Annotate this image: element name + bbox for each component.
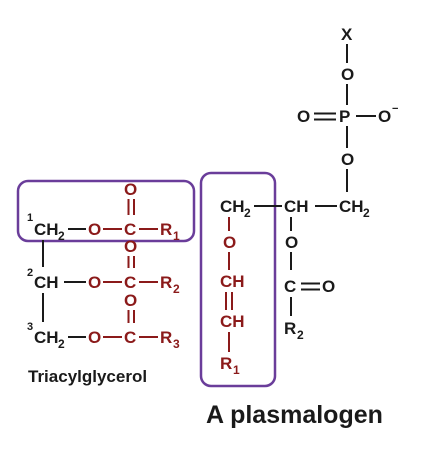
tag-carbon-position-3: C <box>124 328 136 347</box>
tag-carbonyl-oxygen-1: O <box>124 180 137 199</box>
tag-position-1-superscript: 1 <box>27 212 33 224</box>
tag-ch2-sn3-subscript: 2 <box>363 206 370 220</box>
tag-oxygen-ether: O <box>223 233 236 252</box>
tag-phosphorus: P <box>339 107 350 126</box>
tag-r2-subscript-plasmalogen: 2 <box>297 328 304 342</box>
tag-ch2-sn3: CH <box>339 197 364 216</box>
tag-r3-subscript: 3 <box>173 337 180 351</box>
tag-ch-position-2: CH <box>34 273 59 292</box>
tag-carbon-position-1: C <box>124 220 136 239</box>
tag-r2-plasmalogen: R <box>284 319 296 338</box>
tag-r1: R <box>160 220 172 239</box>
tag-ch-sn2: CH <box>284 197 309 216</box>
highlight-box-vinyl-ether <box>199 171 277 388</box>
tag-x-head-group: X <box>341 25 353 44</box>
tag-oxygen-position-3: O <box>88 328 101 347</box>
tag-r1-subscript: 1 <box>173 229 180 243</box>
tag-oxygen-x-phosphate: O <box>341 65 354 84</box>
tag-ch2-position-1: CH <box>34 220 59 239</box>
tag-carbon-position-2: C <box>124 273 136 292</box>
highlight-box-ester-position-1 <box>16 179 196 243</box>
caption-triacylglycerol: Triacylglycerol <box>28 367 147 386</box>
tag-r2-triacylglycerol: R <box>160 273 172 292</box>
tag-ch2-position-3: CH <box>34 328 59 347</box>
tag-oxygen-position-1: O <box>88 220 101 239</box>
tag-negative-charge: − <box>392 103 398 115</box>
tag-ch-vinyl-1: CH <box>220 272 245 291</box>
tag-oxygen-ester-sn2: O <box>285 233 298 252</box>
tag-carbonyl-oxygen-3: O <box>124 291 137 310</box>
tag-ch2-sn1-subscript: 2 <box>244 206 251 220</box>
tag-carbon-ester-sn2: C <box>284 277 296 296</box>
tag-carbonyl-oxygen-2: O <box>124 237 137 256</box>
tag-ch2-sn1: CH <box>220 197 245 216</box>
caption-plasmalogen: A plasmalogen <box>206 401 383 429</box>
tag-ch2-position-1-subscript: 2 <box>58 229 65 243</box>
tag-ch-vinyl-2: CH <box>220 312 245 331</box>
tag-r1-subscript-plasmalogen: 1 <box>233 363 240 377</box>
tag-position-3-superscript: 3 <box>27 321 33 333</box>
tag-oxygen-phosphate-glycerol: O <box>341 150 354 169</box>
tag-r1-plasmalogen: R <box>220 354 232 373</box>
tag-carbonyl-oxygen-sn2: O <box>322 277 335 296</box>
tag-oxygen-phosphoryl: O <box>297 107 310 126</box>
tag-oxygen-anion: O <box>378 107 391 126</box>
tag-r3: R <box>160 328 172 347</box>
tag-position-2-superscript: 2 <box>27 267 33 279</box>
tag-ch2-position-3-subscript: 2 <box>58 337 65 351</box>
tag-oxygen-position-2: O <box>88 273 101 292</box>
tag-r2-subscript-triacylglycerol: 2 <box>173 282 180 296</box>
